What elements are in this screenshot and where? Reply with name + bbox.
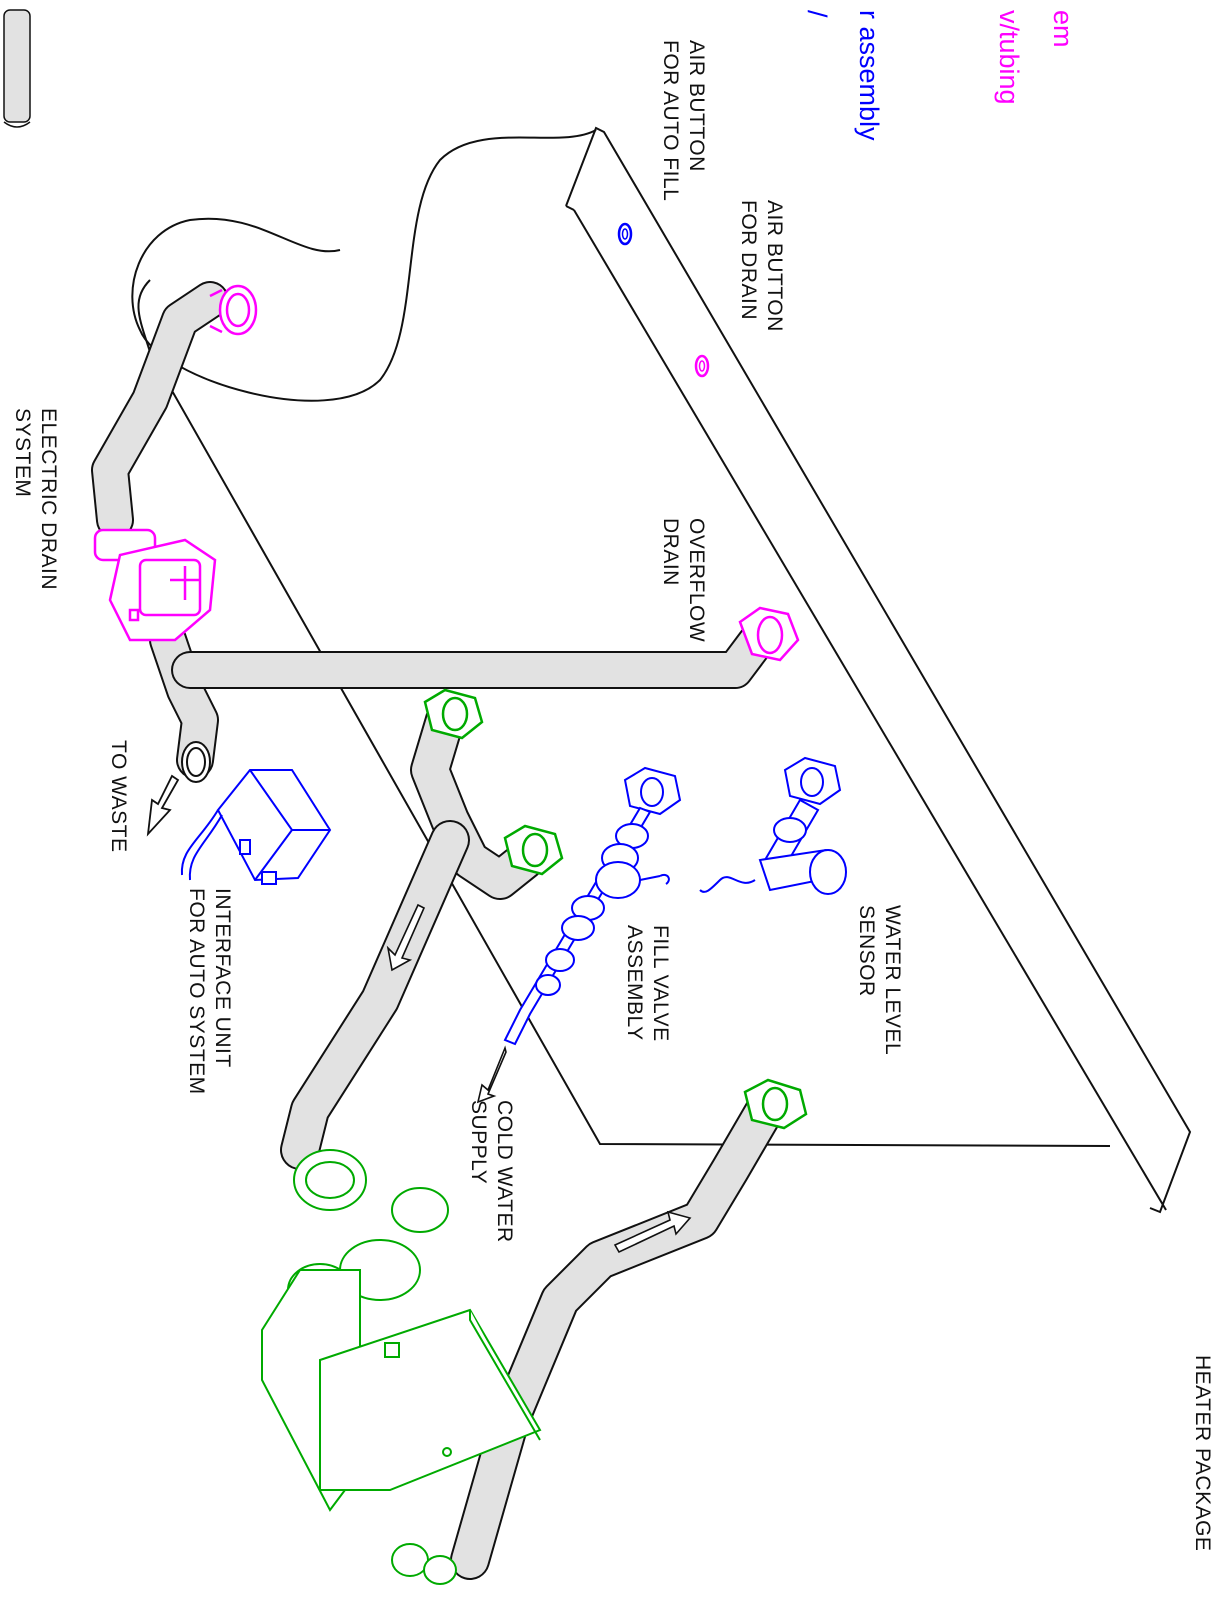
label-water-level-sensor-line2: SENSOR bbox=[855, 905, 878, 997]
label-interface-unit-line2: FOR AUTO SYSTEM bbox=[185, 888, 208, 1095]
legend-fill-assembly: r assembly bbox=[854, 10, 884, 141]
to-waste-arrow bbox=[146, 774, 180, 837]
label-fill-valve-line1: FILL VALVE bbox=[649, 925, 672, 1042]
legend-pipe-swatch bbox=[3, 9, 31, 128]
air-button-drain bbox=[694, 354, 710, 378]
label-interface-unit-line1: INTERFACE UNIT bbox=[211, 888, 234, 1068]
tub-drain-fitting bbox=[209, 284, 258, 336]
label-cold-water: COLD WATER SUPPLY bbox=[467, 1100, 516, 1243]
flow-arrow-suction bbox=[386, 903, 426, 972]
suction-fitting-upper bbox=[423, 688, 484, 740]
legend-drain-system: em bbox=[1048, 10, 1078, 48]
label-overflow-drain-line2: DRAIN bbox=[659, 518, 682, 586]
label-air-button-drain-line2: FOR DRAIN bbox=[737, 200, 760, 320]
label-overflow-drain: OVERFLOW DRAIN bbox=[659, 518, 708, 642]
label-fill-valve: FILL VALVE ASSEMBLY bbox=[623, 925, 672, 1042]
return-fitting bbox=[743, 1078, 808, 1130]
label-air-button-drain: AIR BUTTON FOR DRAIN bbox=[737, 200, 786, 332]
suction-fitting-lower bbox=[503, 824, 564, 876]
label-cold-water-line1: COLD WATER bbox=[493, 1100, 516, 1243]
label-cold-water-line2: SUPPLY bbox=[467, 1100, 490, 1184]
label-water-level-sensor: WATER LEVEL SENSOR bbox=[855, 905, 904, 1055]
cold-water-arrow bbox=[476, 1045, 507, 1104]
fill-valve-assembly bbox=[503, 766, 682, 1046]
air-button-auto-fill bbox=[617, 222, 633, 246]
label-to-waste: TO WASTE bbox=[107, 740, 130, 853]
overflow-pipe bbox=[171, 611, 784, 689]
label-heater-package: HEATER PACKAGE bbox=[1191, 1355, 1214, 1551]
label-electric-drain-line1: ELECTRIC DRAIN bbox=[37, 408, 60, 590]
label-air-button-auto-fill-line1: AIR BUTTON bbox=[685, 40, 708, 172]
label-air-button-drain-line1: AIR BUTTON bbox=[763, 200, 786, 332]
label-electric-drain: ELECTRIC DRAIN SYSTEM bbox=[11, 408, 60, 590]
heater-package bbox=[261, 1149, 542, 1585]
label-electric-drain-line2: SYSTEM bbox=[11, 408, 34, 497]
overflow-drain-fitting bbox=[738, 606, 800, 662]
label-overflow-drain-line1: OVERFLOW bbox=[685, 518, 708, 642]
interface-unit bbox=[180, 769, 332, 885]
label-water-level-sensor-line1: WATER LEVEL bbox=[881, 905, 904, 1055]
label-interface-unit: INTERFACE UNIT FOR AUTO SYSTEM bbox=[185, 888, 234, 1095]
label-fill-valve-line2: ASSEMBLY bbox=[623, 925, 646, 1041]
tub-body bbox=[131, 126, 1192, 1214]
waste-outlet bbox=[181, 741, 211, 783]
legend-drain-tubing: v/tubing bbox=[994, 10, 1024, 105]
flow-arrow-return bbox=[613, 1210, 692, 1254]
electric-drain-pump bbox=[93, 528, 217, 642]
label-air-button-auto-fill-line2: FOR AUTO FILL bbox=[659, 40, 682, 201]
legend-fill-extra: / bbox=[802, 10, 832, 18]
label-air-button-auto-fill: AIR BUTTON FOR AUTO FILL bbox=[659, 40, 708, 201]
legend: em v/tubing r assembly / bbox=[3, 9, 1078, 141]
water-level-sensor bbox=[699, 756, 847, 895]
